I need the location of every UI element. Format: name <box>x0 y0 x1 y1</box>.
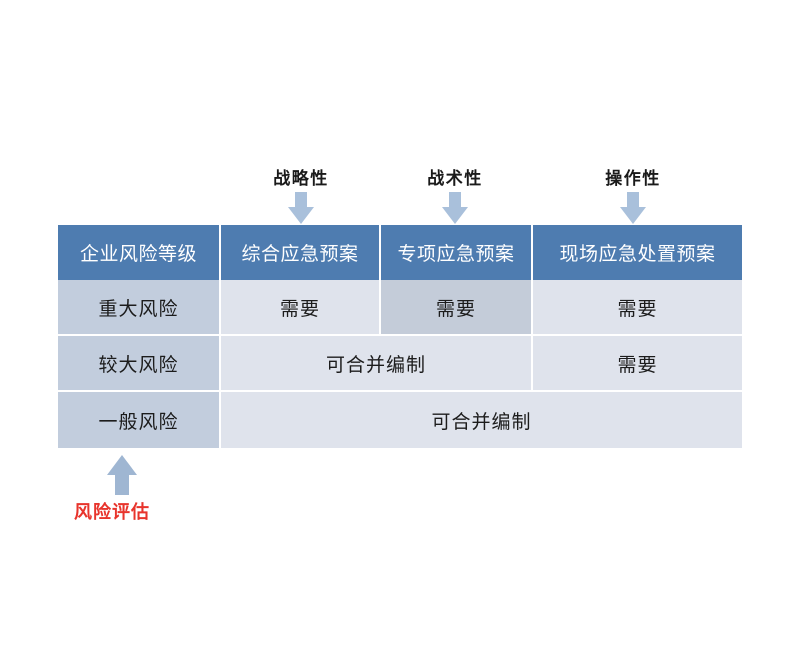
table-row: 重大风险 需要 需要 需要 <box>58 280 742 336</box>
table-row: 较大风险 可合并编制 需要 <box>58 336 742 392</box>
cell-relmajor-merged-plan: 可合并编制 <box>221 336 533 392</box>
column-header-risk-level: 企业风险等级 <box>58 225 221 280</box>
arrow-stem <box>115 474 129 495</box>
column-header-special-plan: 专项应急预案 <box>381 225 533 280</box>
annotation-label-risk-assessment: 风险评估 <box>74 502 150 522</box>
table-header-row: 企业风险等级 综合应急预案 专项应急预案 现场应急处置预案 <box>58 225 742 280</box>
cell-relmajor-onsite: 需要 <box>533 336 742 392</box>
arrow-head <box>107 455 137 475</box>
row-header-major-risk: 重大风险 <box>58 280 221 336</box>
arrow-down-icon-tactical <box>442 192 468 224</box>
cell-major-special: 需要 <box>381 280 533 336</box>
cell-major-onsite: 需要 <box>533 280 742 336</box>
arrow-head <box>288 207 314 224</box>
annotation-label-operational: 操作性 <box>605 169 661 188</box>
arrow-stem <box>295 192 307 208</box>
arrow-down-icon-strategic <box>288 192 314 224</box>
table-row: 一般风险 可合并编制 <box>58 392 742 448</box>
column-header-comprehensive-plan: 综合应急预案 <box>221 225 381 280</box>
annotation-label-strategic: 战略性 <box>273 169 329 188</box>
arrow-up-icon-risk-assessment <box>107 455 137 495</box>
row-header-general-risk: 一般风险 <box>58 392 221 448</box>
cell-major-comprehensive: 需要 <box>221 280 381 336</box>
cell-general-merged-plan: 可合并编制 <box>221 392 742 448</box>
arrow-down-icon-operational <box>620 192 646 224</box>
column-header-onsite-plan: 现场应急处置预案 <box>533 225 742 280</box>
annotation-label-tactical: 战术性 <box>427 169 483 188</box>
arrow-head <box>442 207 468 224</box>
risk-plan-matrix-table: 企业风险等级 综合应急预案 专项应急预案 现场应急处置预案 重大风险 需要 需要… <box>58 225 742 448</box>
arrow-head <box>620 207 646 224</box>
arrow-stem <box>627 192 639 208</box>
row-header-relatively-major-risk: 较大风险 <box>58 336 221 392</box>
arrow-stem <box>449 192 461 208</box>
